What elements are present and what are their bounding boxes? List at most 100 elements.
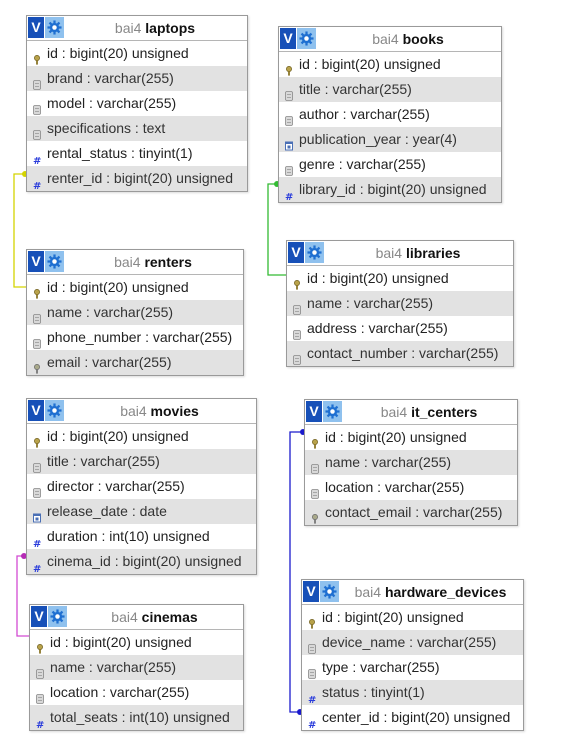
column-row[interactable]: phone_number : varchar(255) — [27, 325, 243, 350]
table-title: bai4 books — [319, 27, 497, 51]
schema-name: bai4 — [380, 404, 408, 420]
column-row[interactable]: id : bigint(20) unsigned — [287, 266, 513, 291]
column-row[interactable]: #center_id : bigint(20) unsigned — [302, 705, 523, 731]
column-row[interactable]: contact_number : varchar(255) — [287, 341, 513, 366]
column-row[interactable]: name : varchar(255) — [305, 450, 517, 475]
numeric-icon: # — [33, 173, 41, 192]
table-title: bai4 hardware_devices — [342, 580, 519, 604]
unique-key-icon — [33, 357, 41, 374]
column-icon — [308, 637, 316, 654]
options-gear-icon[interactable] — [45, 251, 64, 272]
column-row[interactable]: #status : tinyint(1) — [302, 680, 523, 706]
column-label: title : varchar(255) — [299, 81, 412, 97]
column-icon — [33, 73, 41, 90]
column-label: type : varchar(255) — [322, 659, 440, 675]
column-icon — [293, 323, 301, 340]
column-row[interactable]: contact_email : varchar(255) — [305, 500, 517, 525]
column-row[interactable]: name : varchar(255) — [287, 291, 513, 316]
column-row[interactable]: #rental_status : tinyint(1) — [27, 141, 247, 167]
column-row[interactable]: id : bigint(20) unsigned — [302, 605, 523, 630]
column-row[interactable]: brand : varchar(255) — [27, 66, 247, 91]
column-row[interactable]: specifications : text — [27, 116, 247, 141]
svg-text:#: # — [308, 695, 316, 704]
options-gear-icon[interactable] — [297, 28, 316, 49]
column-row[interactable]: #renter_id : bigint(20) unsigned — [27, 166, 247, 192]
options-gear-icon[interactable] — [305, 242, 324, 263]
column-row[interactable]: name : varchar(255) — [27, 300, 243, 325]
column-row[interactable]: title : varchar(255) — [279, 77, 501, 102]
column-row[interactable]: name : varchar(255) — [30, 655, 243, 680]
column-row[interactable]: author : varchar(255) — [279, 102, 501, 127]
view-button[interactable]: V — [306, 401, 322, 422]
primary-key-icon — [33, 48, 41, 65]
column-row[interactable]: director : varchar(255) — [27, 474, 256, 499]
view-button[interactable]: V — [28, 400, 44, 421]
column-row[interactable]: id : bigint(20) unsigned — [305, 425, 517, 450]
column-row[interactable]: id : bigint(20) unsigned — [27, 275, 243, 300]
options-gear-icon[interactable] — [45, 400, 64, 421]
view-button[interactable]: V — [31, 606, 47, 627]
column-row[interactable]: model : varchar(255) — [27, 91, 247, 116]
table-name: it_centers — [411, 404, 478, 420]
options-gear-icon[interactable] — [48, 606, 67, 627]
column-icon — [293, 348, 301, 365]
numeric-icon: # — [33, 531, 41, 550]
column-label: id : bigint(20) unsigned — [47, 45, 189, 61]
column-row[interactable]: #total_seats : int(10) unsigned — [30, 705, 243, 731]
view-button[interactable]: V — [288, 242, 304, 263]
column-row[interactable]: #cinema_id : bigint(20) unsigned — [27, 549, 256, 575]
column-label: title : varchar(255) — [47, 453, 160, 469]
column-row[interactable]: id : bigint(20) unsigned — [30, 630, 243, 655]
view-button[interactable]: V — [280, 28, 296, 49]
column-row[interactable]: location : varchar(255) — [305, 475, 517, 500]
column-icon — [33, 307, 41, 324]
options-gear-icon[interactable] — [45, 17, 64, 38]
column-row[interactable]: device_name : varchar(255) — [302, 630, 523, 655]
date-icon — [33, 506, 41, 523]
column-row[interactable]: id : bigint(20) unsigned — [27, 41, 247, 66]
table-name: books — [402, 31, 444, 47]
column-icon — [311, 457, 319, 474]
schema-name: bai4 — [375, 245, 403, 261]
column-icon — [33, 481, 41, 498]
column-row[interactable]: address : varchar(255) — [287, 316, 513, 341]
column-row[interactable]: #duration : int(10) unsigned — [27, 524, 256, 550]
options-gear-icon[interactable] — [320, 581, 339, 602]
column-row[interactable]: location : varchar(255) — [30, 680, 243, 705]
column-row[interactable]: #library_id : bigint(20) unsigned — [279, 177, 501, 203]
column-label: name : varchar(255) — [47, 304, 174, 320]
column-label: location : varchar(255) — [50, 684, 190, 700]
column-row[interactable]: id : bigint(20) unsigned — [27, 424, 256, 449]
view-button[interactable]: V — [28, 251, 44, 272]
column-row[interactable]: genre : varchar(255) — [279, 152, 501, 177]
column-row[interactable]: publication_year : year(4) — [279, 127, 501, 152]
column-row[interactable]: id : bigint(20) unsigned — [279, 52, 501, 77]
column-row[interactable]: email : varchar(255) — [27, 350, 243, 375]
column-row[interactable]: title : varchar(255) — [27, 449, 256, 474]
column-label: model : varchar(255) — [47, 95, 177, 111]
primary-key-icon — [33, 431, 41, 448]
column-label: id : bigint(20) unsigned — [322, 609, 464, 625]
column-row[interactable]: release_date : date — [27, 499, 256, 524]
view-button[interactable]: V — [303, 581, 319, 602]
view-button[interactable]: V — [28, 17, 44, 38]
table-title: bai4 libraries — [327, 241, 509, 265]
column-row[interactable]: type : varchar(255) — [302, 655, 523, 680]
options-gear-icon[interactable] — [323, 401, 342, 422]
